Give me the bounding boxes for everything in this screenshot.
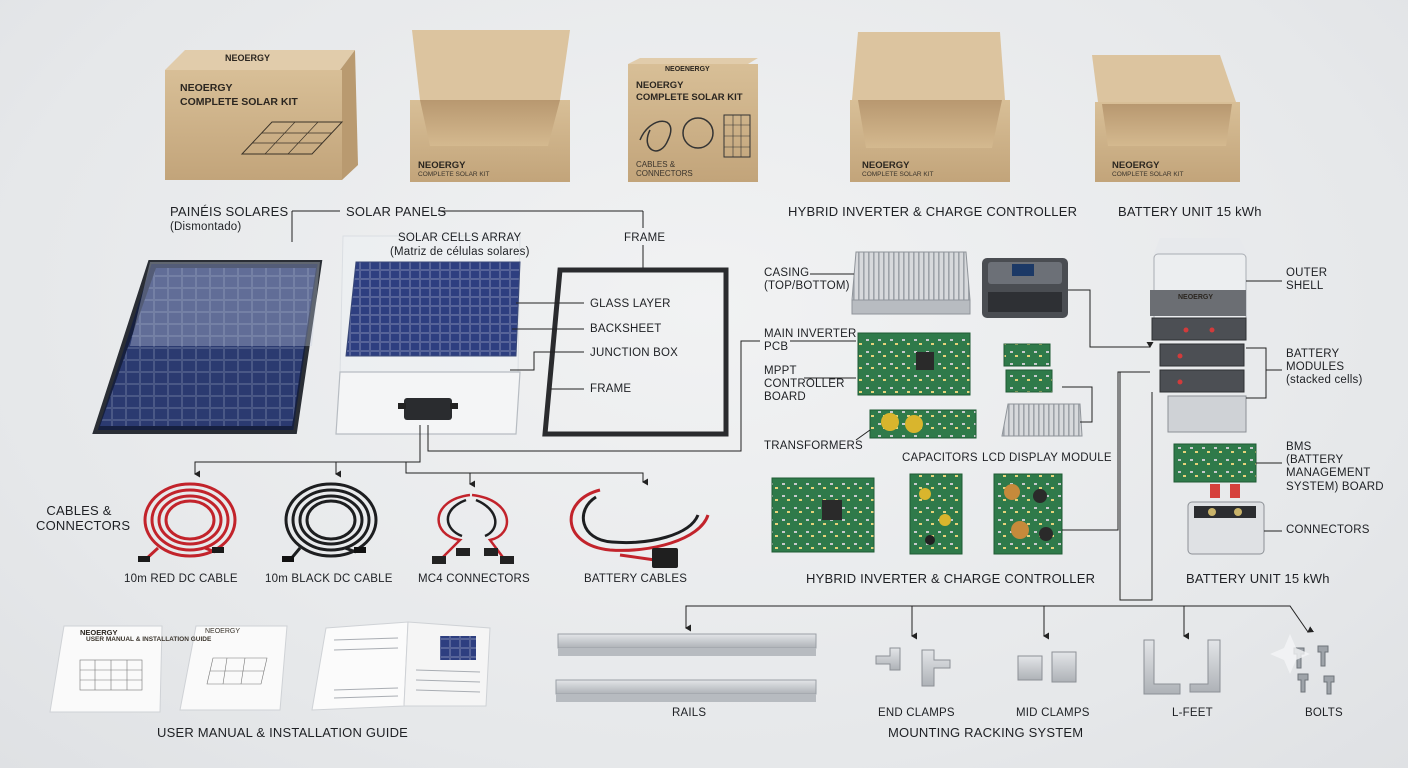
label-hybrid-inverter-bottom: HYBRID INVERTER & CHARGE CONTROLLER [806, 571, 1096, 586]
battery-connectors-block [1187, 501, 1265, 555]
label-main-inverter-pcb: MAIN INVERTER PCB [764, 328, 857, 354]
label-casing: CASING (TOP/BOTTOM) [764, 267, 850, 293]
rail-2 [555, 679, 817, 702]
label-l-feet: L-FEET [1172, 707, 1213, 719]
rail-1 [557, 633, 817, 656]
label-solar-cells-array-sub: (Matriz de células solares) [390, 246, 530, 258]
label-solar-cells-array: SOLAR CELLS ARRAY [398, 232, 522, 244]
anderson-plug [652, 548, 678, 568]
box5-sub: COMPLETE SOLAR KIT [1112, 171, 1184, 178]
box3-sub-2: CONNECTORS [636, 169, 693, 178]
manual1-brand: NEOERGY [80, 628, 118, 637]
label-battery-cables: BATTERY CABLES [584, 573, 688, 585]
solar-panel-assembled [92, 260, 323, 434]
box-3-closed [628, 58, 758, 182]
end-clamps [875, 647, 951, 687]
label-battery-unit-bottom: BATTERY UNIT 15 kWh [1186, 571, 1330, 586]
red-dc-cable [143, 482, 237, 562]
box1-title-2: COMPLETE SOLAR KIT [180, 96, 298, 108]
manual1-title: USER MANUAL & INSTALLATION GUIDE [86, 636, 212, 643]
label-mc4-connectors: MC4 CONNECTORS [418, 573, 530, 585]
box1-title-1: NEOERGY [180, 82, 233, 94]
box4-brand: NEOERGY [862, 160, 910, 171]
battery-cables [569, 488, 710, 562]
box5-brand: NEOERGY [1112, 160, 1160, 171]
label-connectors: CONNECTORS [1286, 524, 1370, 536]
label-mounting-racking-system: MOUNTING RACKING SYSTEM [888, 725, 1084, 740]
header-paineis-solares: PAINÉIS SOLARES [170, 204, 289, 219]
box-5-open [1092, 55, 1240, 182]
l-feet [1143, 639, 1221, 695]
black-dc-cable [284, 482, 378, 561]
sparkle-icon [1270, 634, 1310, 674]
inverter-casing [851, 251, 971, 315]
lcd-display-board [993, 473, 1063, 555]
manual-3-open [311, 621, 491, 711]
header-hybrid-inverter: HYBRID INVERTER & CHARGE CONTROLLER [788, 204, 1078, 219]
main-inverter-pcb [857, 332, 971, 396]
inverter-front-unit [982, 258, 1068, 318]
label-backsheet: BACKSHEET [590, 323, 662, 335]
label-end-clamps: END CLAMPS [878, 707, 955, 719]
heatsink [1001, 403, 1083, 437]
header-paineis-sub: (Dismontado) [170, 221, 242, 233]
label-lcd-display: LCD DISPLAY MODULE [982, 452, 1112, 464]
aluminum-frame [542, 267, 729, 437]
battery-face-text: NEOERGY [1178, 294, 1214, 301]
label-red-dc-cable: 10m RED DC CABLE [124, 573, 238, 585]
label-black-dc-cable: 10m BLACK DC CABLE [265, 573, 393, 585]
box1-brand: NEOERGY [225, 53, 271, 63]
manual2-brand: NEOERGY [205, 628, 241, 635]
label-frame: FRAME [590, 383, 632, 395]
label-capacitors: CAPACITORS [902, 452, 978, 464]
label-user-manual: USER MANUAL & INSTALLATION GUIDE [157, 725, 409, 740]
header-solar-panels: SOLAR PANELS [346, 204, 447, 219]
box3-title-2: COMPLETE SOLAR KIT [636, 92, 743, 103]
box-4-open [850, 32, 1010, 182]
label-outer-shell: OUTER SHELL [1286, 267, 1328, 293]
label-mid-clamps: MID CLAMPS [1016, 707, 1090, 719]
small-boards [1003, 343, 1053, 393]
mc4-connectors [437, 493, 509, 561]
junction-box [398, 398, 458, 420]
box2-sub: COMPLETE SOLAR KIT [418, 171, 490, 178]
manual-2 [179, 625, 288, 711]
label-transformers: TRANSFORMERS [764, 440, 863, 452]
battery-modules [1150, 290, 1247, 433]
box3-sub-1: CABLES & [636, 160, 676, 169]
label-junction-box: JUNCTION BOX [590, 347, 679, 359]
box3-brand-top: NEOENERGY [665, 66, 710, 73]
solar-cells-array [345, 261, 521, 357]
manual-1 [49, 625, 163, 713]
label-bolts: BOLTS [1305, 707, 1343, 719]
box3-title-1: NEOERGY [636, 80, 684, 91]
capacitor-board [909, 473, 963, 555]
label-rails: RAILS [672, 707, 707, 719]
label-bms-board: BMS (BATTERY MANAGEMENT SYSTEM) BOARD [1286, 441, 1384, 493]
label-glass-layer: GLASS LAYER [590, 298, 671, 310]
label-cables-connectors: CABLES & CONNECTORS [36, 503, 131, 533]
label-battery-modules: BATTERY MODULES (stacked cells) [1286, 348, 1363, 387]
box2-brand: NEOERGY [418, 160, 466, 171]
inverter-board-large [771, 477, 875, 553]
box-1-closed [165, 50, 358, 180]
bms-board [1173, 443, 1257, 498]
label-mppt-board: MPPT CONTROLLER BOARD [764, 365, 845, 404]
mid-clamps [1017, 651, 1077, 683]
label-frame-top: FRAME [624, 232, 666, 244]
header-battery-unit: BATTERY UNIT 15 kWh [1118, 204, 1262, 219]
transformers-board [869, 409, 977, 439]
box-2-open [410, 30, 570, 182]
box4-sub: COMPLETE SOLAR KIT [862, 171, 934, 178]
